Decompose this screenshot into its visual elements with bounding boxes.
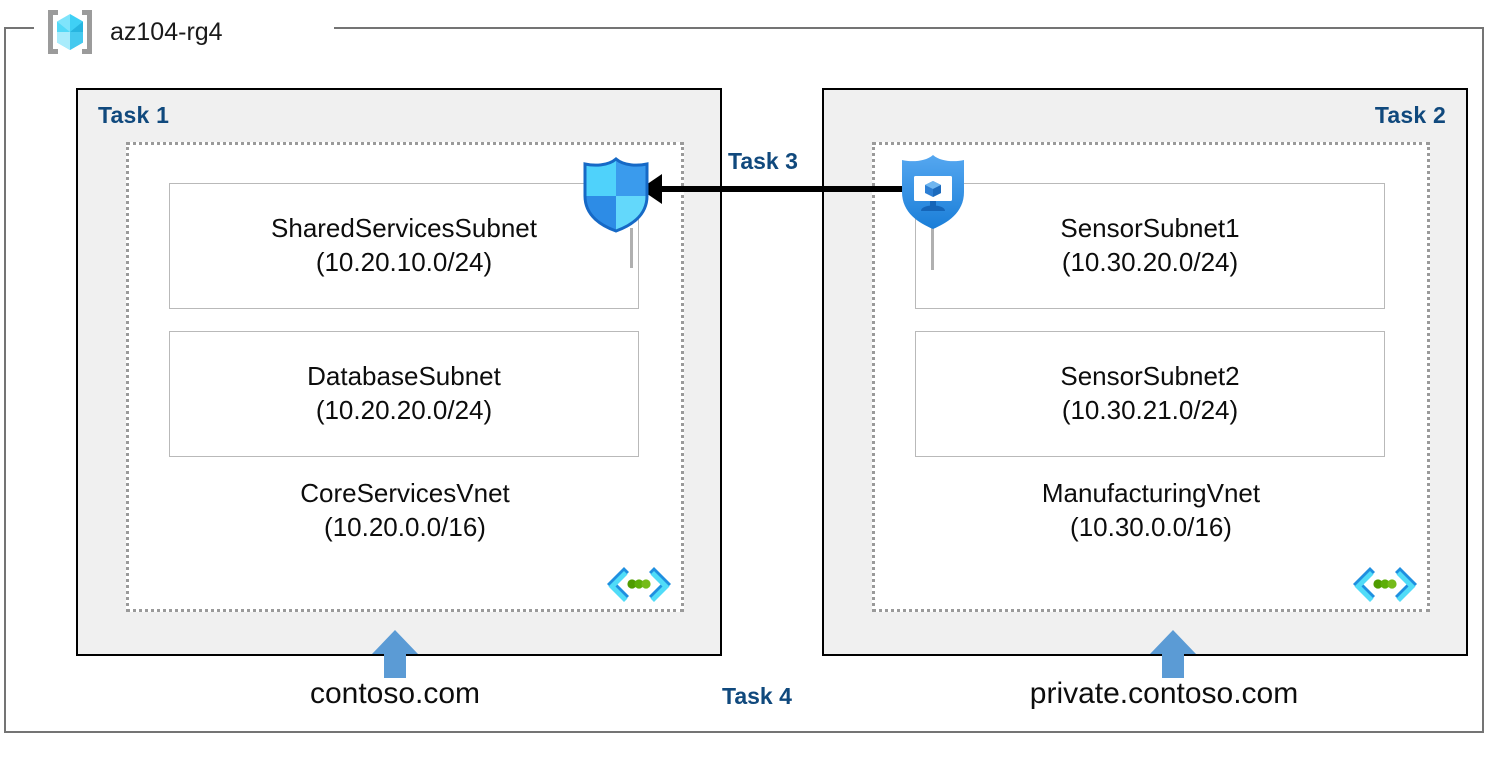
vnet-caption: CoreServicesVnet (10.20.0.0/16) — [129, 477, 681, 545]
azure-bastion-shield-icon — [897, 152, 969, 232]
subnet-cidr: (10.30.21.0/24) — [1061, 395, 1239, 425]
vnet-caption: ManufacturingVnet (10.30.0.0/16) — [875, 477, 1427, 545]
subnet-name: DatabaseSubnet — [307, 361, 501, 392]
vnet-cidr: (10.20.0.0/16) — [324, 511, 486, 542]
resource-group-header: az104-rg4 — [42, 6, 233, 58]
blue-up-arrow-icon — [372, 630, 418, 678]
resource-group-name: az104-rg4 — [110, 19, 233, 45]
azure-resource-group-cube-icon — [42, 6, 98, 58]
shield-connector-left — [630, 228, 633, 268]
vnet-manufacturing: SensorSubnet1 (10.30.20.0/24) SensorSubn… — [872, 142, 1430, 612]
vnet-coreservices: SharedServicesSubnet (10.20.10.0/24) Dat… — [126, 142, 684, 612]
dns-zone-label-right: private.contoso.com — [1029, 677, 1299, 710]
subnet-sharedservices: SharedServicesSubnet (10.20.10.0/24) — [169, 183, 639, 309]
subnet-name: SensorSubnet2 — [1060, 361, 1240, 392]
subnet-sensor1: SensorSubnet1 (10.30.20.0/24) — [915, 183, 1385, 309]
azure-firewall-shield-icon — [580, 156, 652, 234]
subnet-cidr: (10.20.20.0/24) — [315, 395, 493, 425]
blue-up-arrow-icon — [1150, 630, 1196, 678]
subnet-name: SensorSubnet1 — [1060, 213, 1240, 244]
vnet-peering-icon — [603, 561, 675, 607]
subnet-sensor2: SensorSubnet2 (10.30.21.0/24) — [915, 331, 1385, 457]
subnet-database: DatabaseSubnet (10.20.20.0/24) — [169, 331, 639, 457]
dns-zone-label-left: contoso.com — [309, 677, 481, 710]
vnet-name: ManufacturingVnet — [1041, 478, 1261, 508]
task-1-label: Task 1 — [98, 102, 170, 128]
subnet-name: SharedServicesSubnet — [271, 213, 537, 244]
shield-connector-right — [931, 226, 934, 270]
task-3-arrow-line — [657, 186, 905, 192]
subnet-cidr: (10.30.20.0/24) — [1061, 247, 1239, 277]
vnet-cidr: (10.30.0.0/16) — [1070, 511, 1232, 542]
resource-group-frame — [4, 27, 1484, 733]
task-3-label: Task 3 — [722, 148, 804, 175]
task-4-label: Task 4 — [722, 683, 792, 709]
vnet-name: CoreServicesVnet — [300, 478, 510, 508]
task-2-label: Task 2 — [1374, 102, 1446, 128]
subnet-cidr: (10.20.10.0/24) — [315, 247, 493, 277]
vnet-peering-icon — [1349, 561, 1421, 607]
